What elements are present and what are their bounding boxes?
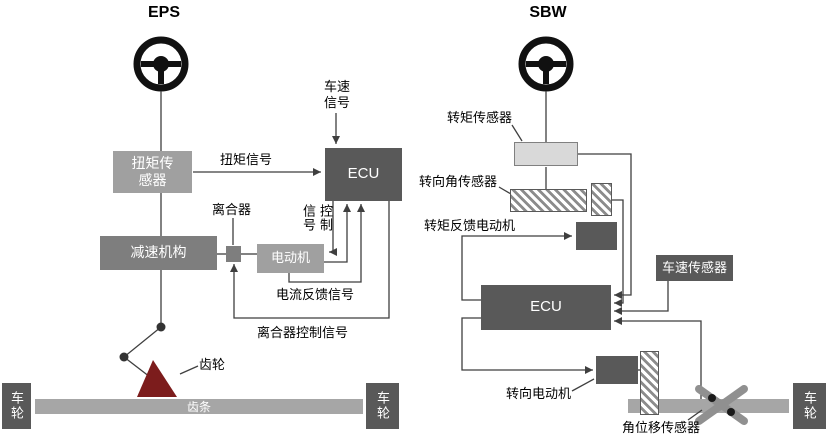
eps-wires <box>123 91 390 378</box>
eps-rack-bar: 齿条 <box>35 399 363 414</box>
eps-title: EPS <box>147 4 180 21</box>
wheel-label: 车轮 <box>802 391 817 421</box>
current-feedback-arrow <box>288 204 365 283</box>
sbw-title: SBW <box>529 4 567 21</box>
torque-sensor-leader <box>511 124 523 142</box>
speed-sensor-signal-line <box>614 281 669 315</box>
sbw-feedback-motor-label: 转矩反馈电动机 <box>424 218 516 233</box>
angle-displacement-signal-line <box>614 317 702 399</box>
steering-motor-leader <box>571 378 595 392</box>
eps-left-wheel-box: 车轮 <box>2 383 31 429</box>
sbw-angle-sensor-housing <box>510 189 587 212</box>
pinion-label: 齿轮 <box>199 357 226 372</box>
eps-linkage-line-1 <box>123 326 162 358</box>
sbw-torque-sensor-label: 转矩传感器 <box>447 110 513 125</box>
sbw-steering-wheel-icon <box>518 36 574 92</box>
angle-sensor-signal-line <box>612 199 624 307</box>
feedback-motor-control-line <box>461 232 572 301</box>
angle-sensor-leader <box>498 186 512 195</box>
clutch-control-arrow <box>230 201 390 319</box>
sbw-steering-motor-label: 转向电动机 <box>506 386 572 401</box>
sbw-rack-pinion-housing <box>640 351 659 415</box>
sbw-angle-sensor-label: 转向角传感器 <box>419 174 498 189</box>
joint-dot <box>156 322 166 332</box>
sbw-ecu-box: ECU <box>481 285 611 330</box>
sbw-speed-sensor-box: 车速传感器 <box>656 255 733 281</box>
control-label: 控制 <box>318 204 333 232</box>
sbw-steering-motor-box <box>596 356 638 384</box>
sbw-wires <box>461 91 703 421</box>
control-line-arrow <box>329 201 337 256</box>
speed-signal-label: 车速 信号 <box>323 79 350 111</box>
wheel-label: 车轮 <box>375 391 390 421</box>
wheel-label: 车轮 <box>9 391 24 421</box>
sbw-rack-bar <box>628 399 789 413</box>
pinion-gear-shape <box>137 360 177 397</box>
clutch-label: 离合器 <box>212 202 252 217</box>
torque-signal-label: 扭矩信号 <box>220 152 273 167</box>
eps-motor-box: 电动机 <box>257 244 324 273</box>
eps-right-wheel-box: 车轮 <box>366 383 399 429</box>
sbw-torque-sensor-box <box>514 142 578 166</box>
joint-dot <box>119 352 129 362</box>
eps-ecu-box: ECU <box>325 148 402 201</box>
sbw-right-wheel-box: 车轮 <box>793 383 826 429</box>
current-feedback-label: 电流反馈信号 <box>276 287 355 302</box>
tie-rod-linkage <box>695 385 748 425</box>
eps-torque-sensor-box: 扭矩传 感器 <box>113 151 192 193</box>
pinion-leader-line <box>179 365 199 375</box>
sbw-angle-displacement-label: 角位移传感器 <box>622 420 701 435</box>
eps-reduction-gear-box: 减速机构 <box>100 236 217 270</box>
eps-linkage-line-2 <box>123 356 151 378</box>
eps-clutch-square <box>226 246 241 262</box>
sbw-column-gear-housing <box>591 183 612 216</box>
signal-line-arrow <box>324 204 351 263</box>
signal-label: 信号 <box>301 204 316 232</box>
eps-steering-wheel-icon <box>133 36 189 92</box>
clutch-control-label: 离合器控制信号 <box>257 325 349 340</box>
ball-joint-dot <box>727 408 735 416</box>
steering-motor-control-line <box>461 317 593 374</box>
sbw-feedback-motor-box <box>576 222 617 250</box>
angle-displacement-leader <box>687 409 703 421</box>
ball-joint-dot <box>708 394 716 402</box>
